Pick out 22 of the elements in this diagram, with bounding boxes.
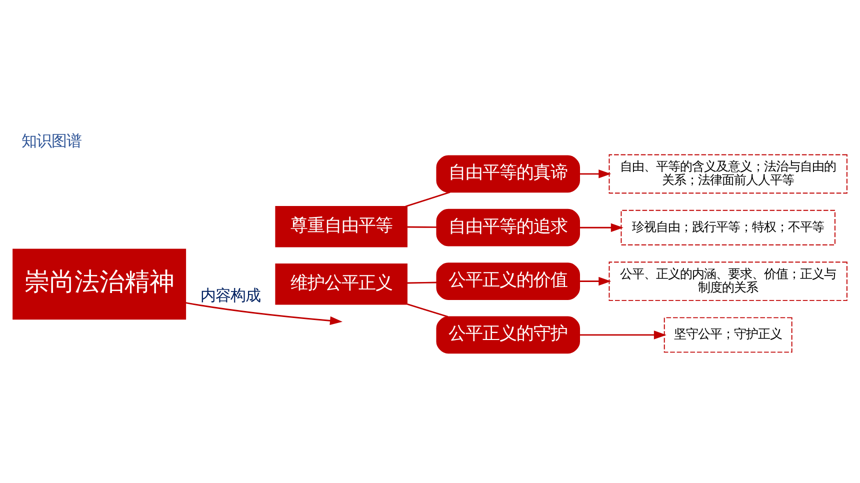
node-box: 自由平等的追求 (436, 208, 580, 246)
node-box: 维护公平正义 (275, 264, 408, 305)
connector (407, 304, 448, 318)
node-box: 自由、平等的含义及意义；法治与自由的关系；法律面前人人平等 (608, 154, 848, 194)
connector (405, 192, 450, 208)
arrow (580, 276, 612, 286)
diagram-title: 知识图谱 (21, 132, 82, 150)
node-box: 珍视自由；践行平等；特权；不平等 (620, 210, 836, 246)
edge-label: 内容构成 (200, 286, 261, 304)
node-box: 崇尚法治精神 (12, 248, 186, 320)
arrow (580, 330, 666, 340)
node-box: 公平、正义的内涵、要求、价值；正义与制度的关系 (608, 262, 848, 301)
node-box: 坚守公平；守护正义 (664, 317, 792, 353)
node-box: 自由平等的真谛 (436, 155, 580, 193)
arrow (580, 223, 624, 232)
connector (407, 226, 436, 228)
connector (407, 282, 437, 284)
node-box: 公平正义的守护 (436, 316, 580, 354)
node-box: 公平正义的价值 (436, 262, 580, 300)
arrow (186, 302, 342, 326)
node-box: 尊重自由平等 (275, 206, 408, 248)
arrow (580, 170, 612, 178)
